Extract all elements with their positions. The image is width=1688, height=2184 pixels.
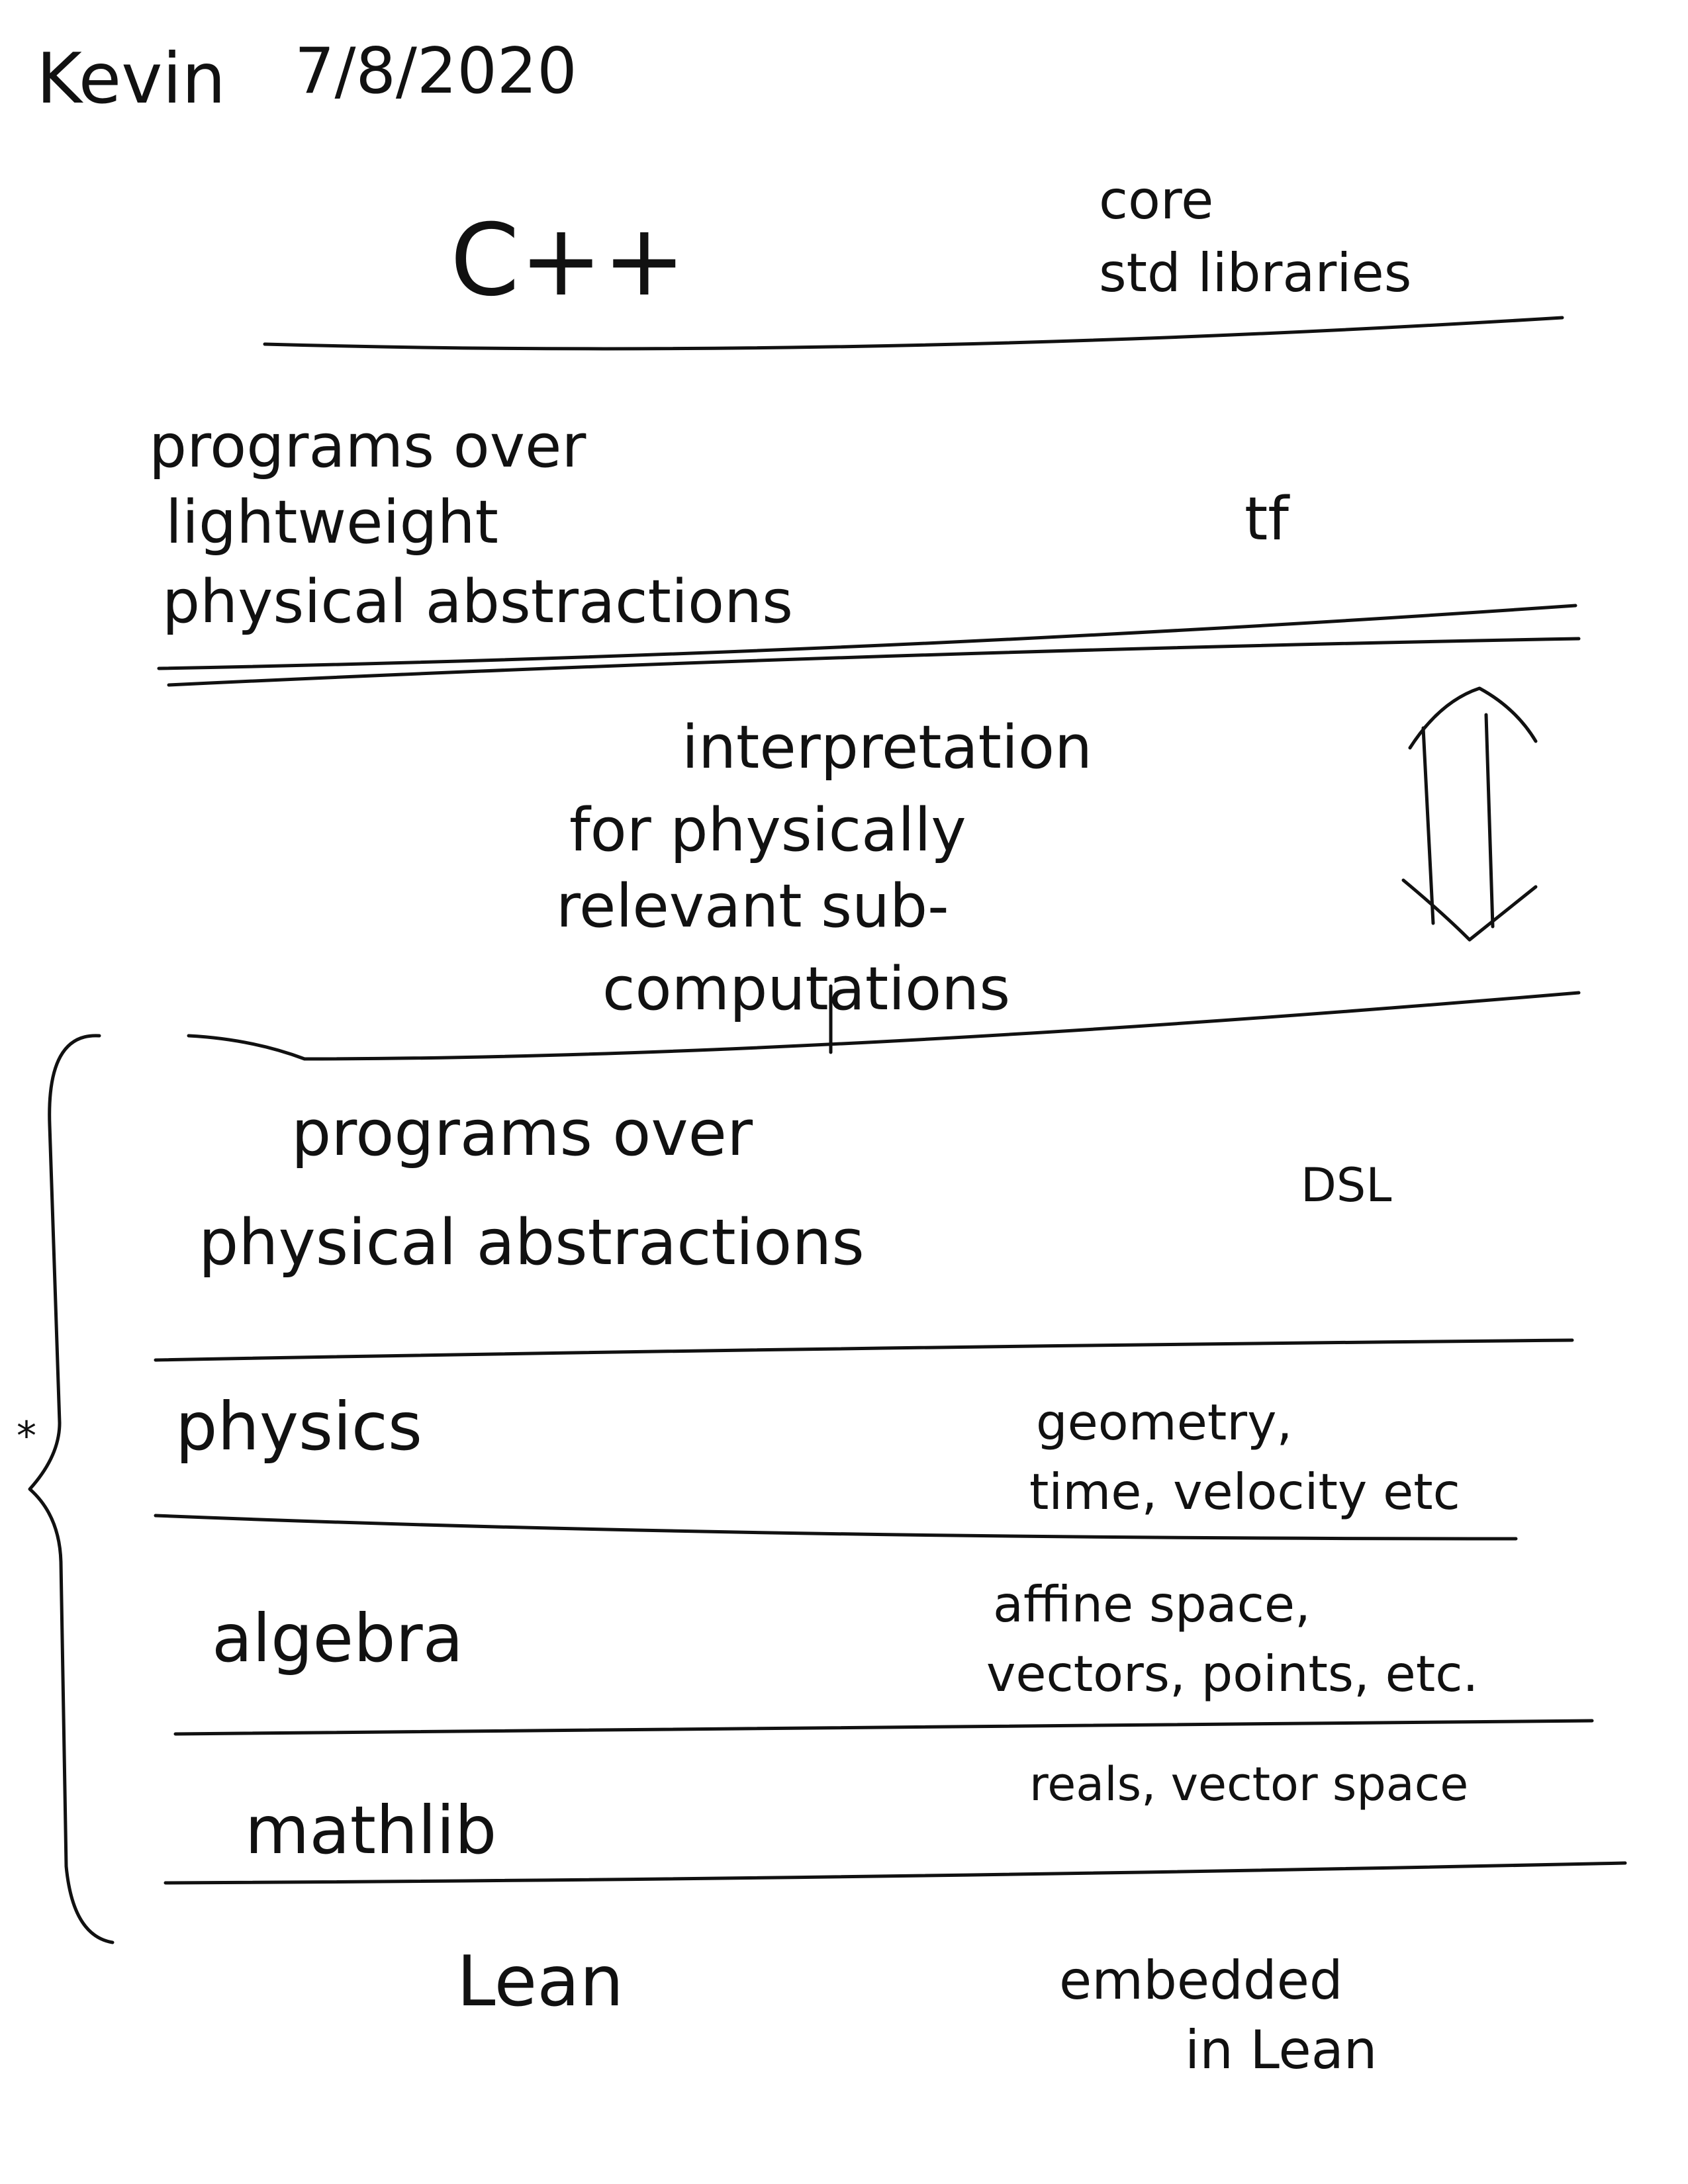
- layer-divider: [187, 991, 1581, 1061]
- layer-note: DSL: [1301, 1158, 1391, 1212]
- layer-label: programs over: [291, 1097, 753, 1170]
- layer-note: std libraries: [1099, 242, 1411, 304]
- layer-label: algebra: [212, 1600, 463, 1677]
- layer-label: Lean: [457, 1941, 624, 2022]
- layer-divider: [157, 604, 1577, 670]
- layer-label: physics: [175, 1388, 422, 1465]
- layer-divider: [263, 316, 1564, 351]
- layer-algebra: algebra affine space, vectors, points, e…: [212, 1575, 1478, 1703]
- layer-lean: Lean embedded in Lean: [457, 1941, 1377, 2081]
- layer-lightweight: programs over lightweight physical abstr…: [149, 412, 1290, 637]
- double-headed-arrow-icon: [1401, 686, 1538, 942]
- bracket-mark: *: [17, 1413, 36, 1459]
- layer-note: vectors, points, etc.: [986, 1645, 1478, 1703]
- layer-label: physical abstractions: [199, 1206, 865, 1279]
- layer-label: computations: [602, 954, 1010, 1024]
- layer-note: embedded: [1059, 1950, 1343, 2011]
- layer-cpp: C++ core std libraries: [450, 169, 1411, 318]
- layer-divider: [154, 1338, 1574, 1362]
- note-header: Kevin 7/8/2020: [36, 35, 577, 119]
- layer-label: physical abstractions: [162, 567, 793, 637]
- layer-divider: [154, 1514, 1518, 1541]
- layer-interpretation: interpretation for physically relevant s…: [556, 713, 1092, 1024]
- layer-label: relevant sub-: [556, 872, 949, 941]
- note-date: 7/8/2020: [295, 35, 577, 108]
- curly-brace-icon: [28, 1034, 115, 1944]
- layer-note: in Lean: [1185, 2019, 1377, 2081]
- layer-note: geometry,: [1036, 1393, 1292, 1451]
- layer-divider: [164, 1861, 1627, 1885]
- layer-note: time, velocity etc: [1029, 1463, 1460, 1521]
- layer-label: mathlib: [245, 1792, 496, 1869]
- layer-mathlib: mathlib reals, vector space: [245, 1757, 1468, 1869]
- layer-divider: [167, 637, 1581, 687]
- layer-note: affine space,: [993, 1575, 1311, 1633]
- layer-label: programs over: [149, 412, 586, 481]
- layer-programs-physical: programs over physical abstractions DSL: [199, 1097, 1391, 1279]
- layer-divider: [173, 1719, 1594, 1736]
- layer-label: for physically: [569, 796, 966, 865]
- layer-label: C++: [450, 203, 686, 318]
- layer-label: lightweight: [165, 488, 498, 557]
- layer-label: interpretation: [682, 713, 1092, 782]
- layer-note: reals, vector space: [1029, 1757, 1468, 1811]
- layer-note: tf: [1244, 484, 1290, 554]
- layer-note: core: [1099, 169, 1213, 231]
- author-name: Kevin: [36, 38, 226, 119]
- layer-physics: physics geometry, time, velocity etc: [175, 1388, 1460, 1521]
